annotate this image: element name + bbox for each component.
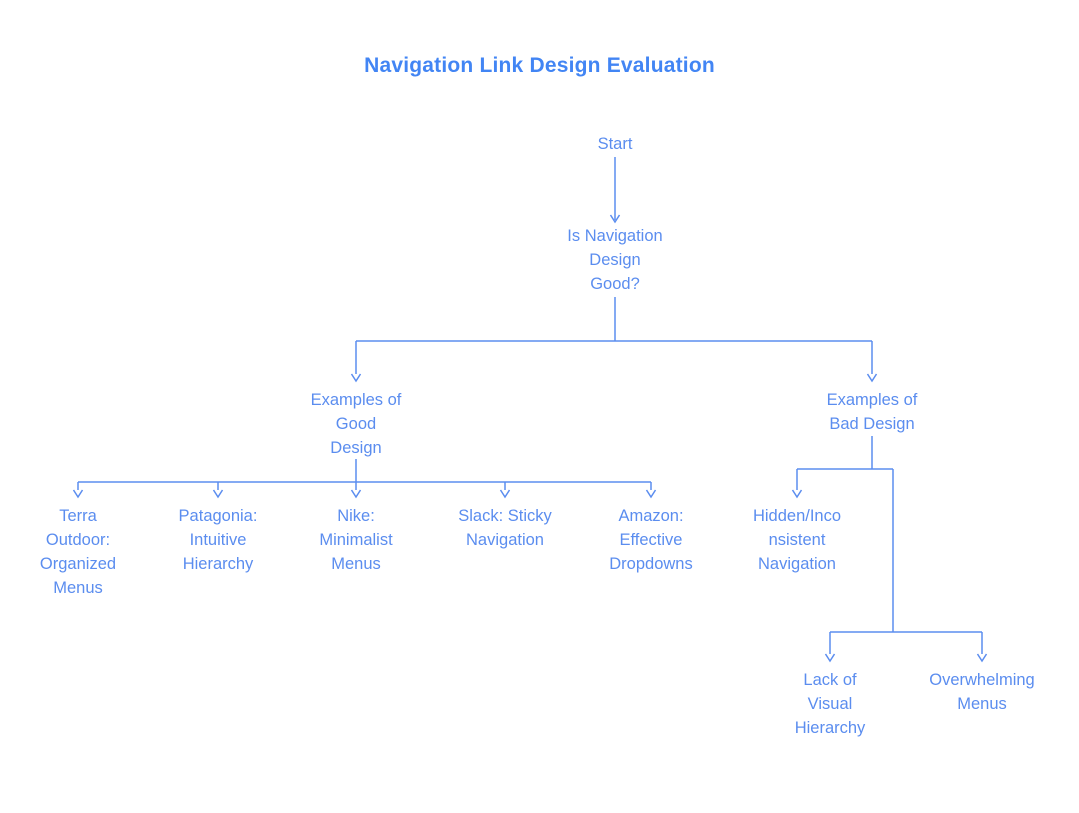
node-bad-design: Examples of Bad Design (826, 391, 918, 433)
arrowhead-icon (350, 489, 362, 499)
node-nike: Nike: Minimalist Menus (319, 507, 393, 573)
node-hidden-navigation: Hidden/Inco nsistent Navigation (752, 507, 842, 573)
node-overwhelming-menus: Overwhelming Menus (929, 671, 1035, 713)
arrowhead-icon (645, 489, 657, 499)
node-good-design: Examples of Good Design (310, 391, 402, 457)
arrowhead-icon (609, 214, 621, 224)
arrowhead-icon (212, 489, 224, 499)
node-amazon: Amazon: Effective Dropdowns (609, 507, 693, 573)
arrowhead-icon (824, 653, 836, 663)
arrowhead-icon (350, 373, 362, 383)
node-question: Is Navigation Design Good? (567, 227, 663, 293)
diagram-title: Navigation Link Design Evaluation (364, 54, 715, 77)
arrowhead-icon (976, 653, 988, 663)
arrowhead-icon (499, 489, 511, 499)
node-patagonia: Patagonia: Intuitive Hierarchy (178, 507, 258, 573)
arrowhead-icon (866, 373, 878, 383)
arrowhead-icon (791, 489, 803, 499)
node-start: Start (597, 135, 633, 153)
node-slack: Slack: Sticky Navigation (458, 507, 552, 549)
node-terra-outdoor: Terra Outdoor: Organized Menus (39, 507, 117, 597)
arrowhead-icon (72, 489, 84, 499)
node-lack-hierarchy: Lack of Visual Hierarchy (794, 671, 866, 737)
